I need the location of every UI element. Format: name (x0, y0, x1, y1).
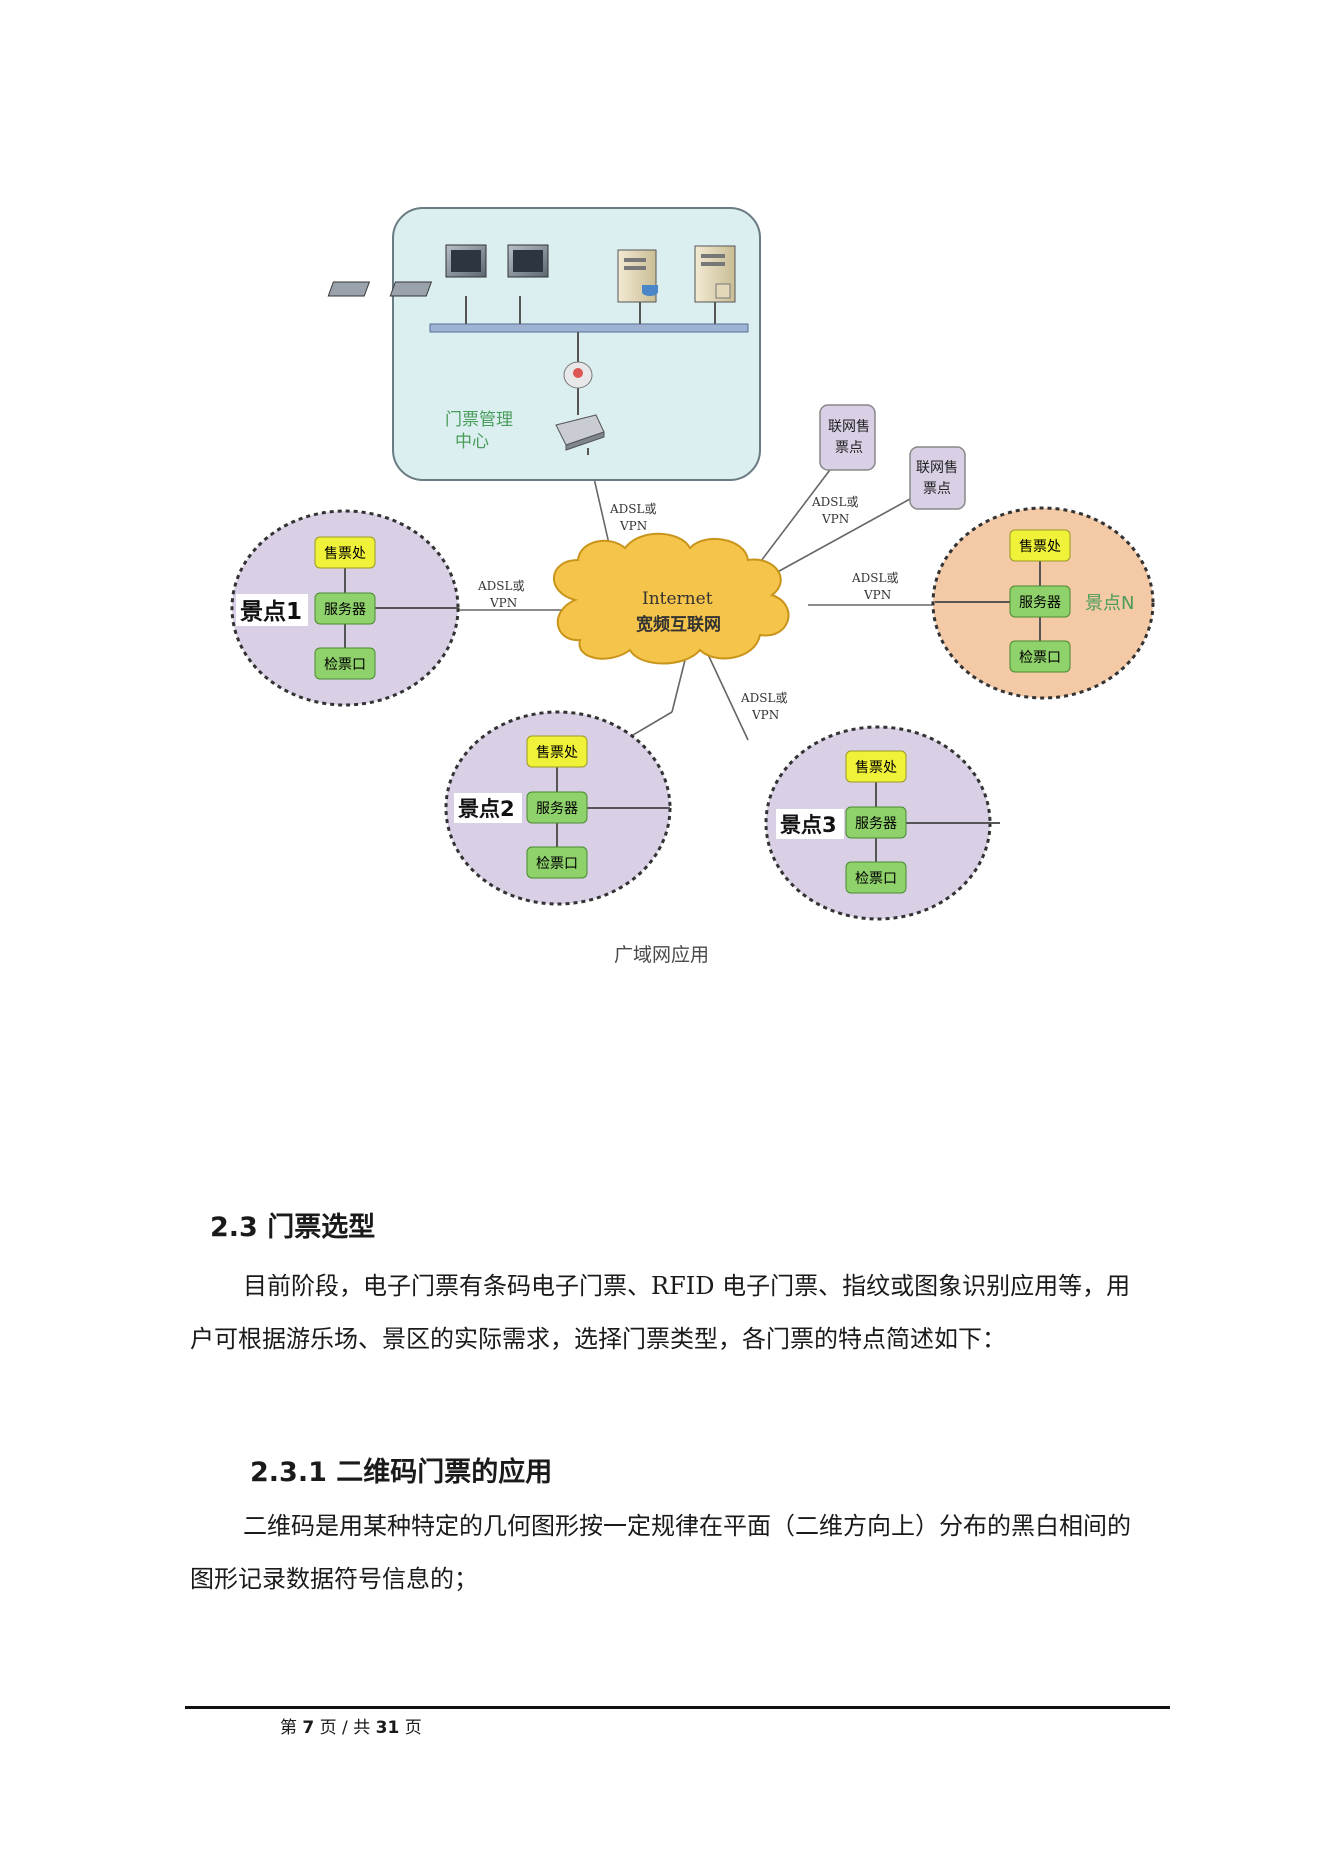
svg-text:票点: 票点 (923, 481, 951, 497)
scenic-site-3: 售票处 服务器 检票口 景点3 (764, 725, 1000, 921)
page-number: 7 (302, 1718, 315, 1738)
figure-caption: 广域网应用 (613, 944, 709, 966)
link-label: ADSL或 (740, 691, 787, 705)
scenic-site-2: 售票处 服务器 检票口 景点2 (444, 710, 672, 906)
modem-icon (555, 414, 605, 451)
svg-text:宽频互联网: 宽频互联网 (636, 614, 721, 635)
footer-rule (185, 1706, 1170, 1709)
router-icon (563, 361, 593, 389)
svg-text:景点1: 景点1 (240, 599, 302, 625)
svg-text:Internet: Internet (642, 589, 713, 609)
svg-text:景点2: 景点2 (458, 797, 515, 821)
svg-text:联网售: 联网售 (916, 460, 958, 476)
svg-text:检票口: 检票口 (536, 856, 578, 872)
svg-text:景点3: 景点3 (780, 813, 837, 837)
svg-text:景点N: 景点N (1085, 593, 1134, 614)
svg-text:售票处: 售票处 (855, 760, 897, 776)
section-heading: 2.3 门票选型 (210, 1212, 376, 1243)
subsection-paragraph: 二维码是用某种特定的几何图形按一定规律在平面（二维方向上）分布的黑白相间的图形记… (190, 1512, 1131, 1593)
server-icon (617, 249, 658, 303)
network-diagram: 门票管理 中心 ADSL或 VPN ADSL或 VPN ADSL或 VPN AD… (230, 207, 1155, 921)
online-outlet: 联网售 票点 (819, 404, 876, 471)
svg-text:服务器: 服务器 (1019, 595, 1061, 611)
svg-text:检票口: 检票口 (324, 657, 366, 673)
computer-icon (327, 244, 487, 297)
link-label: VPN (821, 512, 849, 526)
computer-icon (389, 244, 549, 297)
internet-cloud: Internet 宽频互联网 (553, 532, 790, 665)
svg-text:服务器: 服务器 (536, 801, 578, 817)
svg-text:服务器: 服务器 (855, 816, 897, 832)
link-label: VPN (863, 588, 891, 602)
link-label: ADSL或 (477, 579, 524, 593)
center-label: 中心 (455, 432, 489, 452)
scenic-site-n: 售票处 服务器 检票口 景点N (931, 506, 1155, 700)
page-footer: 第 7 页 / 共 31 页 (280, 1713, 422, 1738)
management-center: 门票管理 中心 (327, 207, 761, 481)
svg-text:检票口: 检票口 (855, 871, 897, 887)
svg-text:票点: 票点 (835, 440, 863, 456)
link-label: ADSL或 (811, 495, 858, 509)
svg-text:服务器: 服务器 (324, 602, 366, 618)
scenic-site-1: 售票处 服务器 检票口 景点1 (230, 509, 460, 707)
svg-text:售票处: 售票处 (324, 546, 366, 562)
footer-suffix: 页 (404, 1718, 422, 1738)
svg-text:检票口: 检票口 (1019, 650, 1061, 666)
subsection-heading: 2.3.1 二维码门票的应用 (250, 1457, 553, 1488)
online-outlet: 联网售 票点 (909, 446, 966, 510)
link-label: VPN (489, 596, 517, 610)
footer-mid: 页 / 共 (319, 1718, 371, 1738)
svg-text:售票处: 售票处 (1019, 539, 1061, 555)
center-label: 门票管理 (445, 410, 513, 430)
link-label: ADSL或 (851, 571, 898, 585)
link-label: VPN (751, 708, 779, 722)
server-icon (694, 245, 736, 303)
svg-text:售票处: 售票处 (536, 745, 578, 761)
total-pages: 31 (375, 1718, 400, 1738)
footer-prefix: 第 (280, 1718, 297, 1738)
link-label: VPN (619, 519, 647, 533)
section-paragraph: 目前阶段，电子门票有条码电子门票、RFID 电子门票、指纹或图象识别应用等，用户… (190, 1272, 1131, 1353)
link-label: ADSL或 (609, 502, 656, 516)
svg-text:联网售: 联网售 (828, 419, 870, 435)
